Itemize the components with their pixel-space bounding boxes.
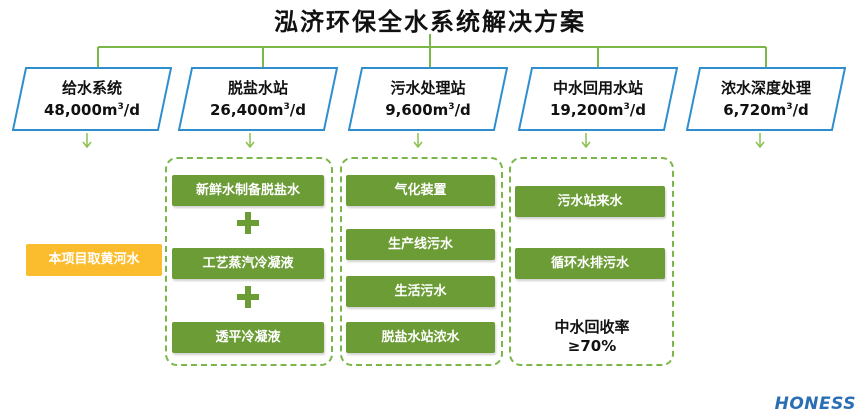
system-capacity: 48,000m3/d [44,101,140,119]
reclaimed-item: 循环水排污水 [515,248,665,279]
desalination-item: 透平冷凝液 [172,322,324,353]
system-reclaimed-water-station: 中水回用水站 19,200m3/d [518,67,678,131]
system-name: 脱盐水站 [227,79,288,97]
system-capacity: 19,200m3/d [550,101,646,119]
wastewater-group [340,157,503,366]
water-source-label: 本项目取黄河水 [26,244,162,276]
desalination-group [165,157,333,366]
system-name: 给水系统 [61,79,122,97]
system-capacity: 26,400m3/d [210,101,306,119]
desalination-item: 新鲜水制备脱盐水 [172,175,324,206]
recovery-rate-value: ≥70% [567,337,617,355]
system-desalination-station: 脱盐水站 26,400m3/d [178,67,338,131]
plus-icon [237,286,259,308]
company-logo: HONESS [774,394,856,414]
wastewater-item: 脱盐水站浓水 [346,322,495,353]
system-name: 浓水深度处理 [720,79,811,97]
wastewater-item: 生产线污水 [346,229,495,260]
page-title: 泓济环保全水系统解决方案 [274,8,586,36]
system-capacity: 9,600m3/d [385,101,471,119]
desalination-item: 工艺蒸汽冷凝液 [172,248,324,279]
wastewater-item: 生活污水 [346,276,495,307]
system-concentrate-treatment: 浓水深度处理 6,720m3/d [686,67,846,131]
system-wastewater-station: 污水处理站 9,600m3/d [348,67,508,131]
recovery-rate-label: 中水回收率 [554,318,630,336]
system-name: 中水回用水站 [552,79,643,97]
recovery-rate: 中水回收率 ≥70% [512,318,672,356]
plus-icon [237,212,259,234]
system-capacity: 6,720m3/d [723,101,809,119]
wastewater-item: 气化装置 [346,175,495,206]
reclaimed-water-group [509,157,674,366]
system-name: 污水处理站 [390,79,466,97]
system-water-supply: 给水系统 48,000m3/d [12,67,172,131]
reclaimed-item: 污水站来水 [515,186,665,217]
